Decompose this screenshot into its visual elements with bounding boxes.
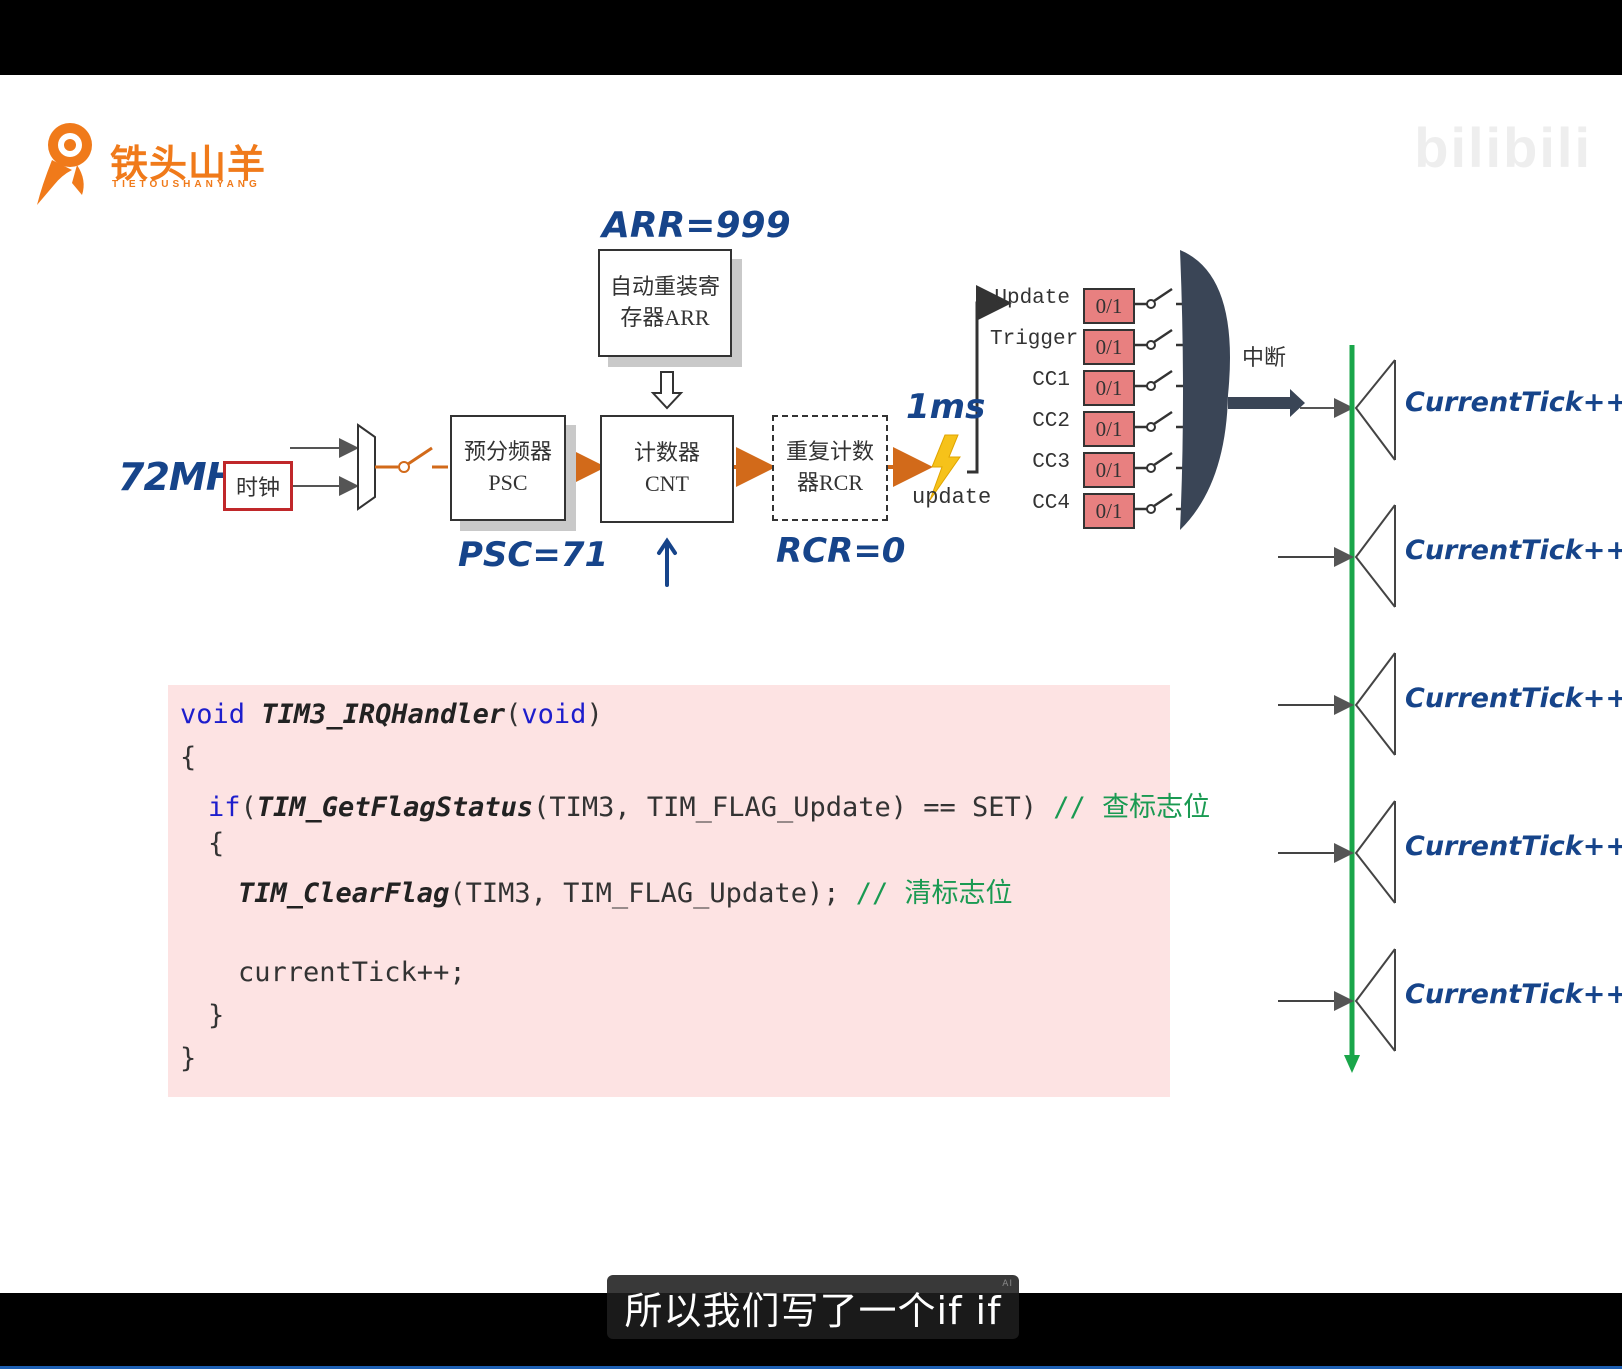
- psc-box: 预分频器 PSC: [450, 415, 566, 521]
- arr-box-line2: 存器ARR: [620, 305, 710, 330]
- code-paren: ): [586, 699, 603, 730]
- bilibili-watermark: bilibili: [1414, 116, 1592, 179]
- subtitle-caption: 所以我们写了一个if if AI: [607, 1275, 1019, 1339]
- flag-name-cc2: CC2: [1032, 410, 1070, 433]
- rcr-box-line1: 重复计数: [785, 439, 874, 465]
- timer-diagram: [191, 250, 1396, 1073]
- rcr-box-line2: 器RCR: [796, 470, 864, 495]
- psc-box-line2: PSC: [488, 470, 528, 495]
- goat-logo-icon: [37, 123, 92, 205]
- flag-switches: [1133, 287, 1186, 514]
- code-line-7: }: [208, 1000, 225, 1031]
- logo-text: 铁头山羊: [110, 144, 267, 186]
- video-top-bar: [0, 0, 1622, 75]
- tick-label-3: CurrentTick++: [1405, 683, 1622, 714]
- arr-to-cnt-arrow: [650, 371, 684, 410]
- multiplexer-shape: [357, 423, 376, 511]
- flag-value-update: 0/1: [1083, 288, 1135, 324]
- code-function-name: TIM_GetFlagStatus: [256, 792, 534, 823]
- cnt-box-line2: CNT: [645, 471, 689, 496]
- code-line-3: if(TIM_GetFlagStatus(TIM3, TIM_FLAG_Upda…: [208, 785, 1210, 824]
- code-paren: (: [505, 699, 522, 730]
- slide: 铁头山羊 TIETOUSHANYANG bilibili: [0, 75, 1622, 1293]
- or-gate-shape: [1180, 250, 1230, 530]
- code-line-6: currentTick++;: [238, 957, 466, 988]
- code-paren: (: [240, 792, 257, 823]
- switch-lever: [407, 446, 433, 466]
- code-panel: void TIM3_IRQHandler(void) { if(TIM_GetF…: [168, 685, 1210, 1097]
- tick-label-4: CurrentTick++: [1405, 831, 1622, 862]
- update-event-label: update: [912, 485, 992, 510]
- code-keyword: if: [208, 792, 241, 823]
- flag-value-cc2: 0/1: [1083, 411, 1135, 447]
- subtitle-text: 所以我们写了一个if if: [624, 1288, 1002, 1333]
- code-args: (TIM3, TIM_FLAG_Update);: [449, 878, 856, 909]
- tick-label-5: CurrentTick++: [1405, 979, 1622, 1010]
- cnt-up-arrow: [657, 537, 677, 587]
- flag-name-update: Update: [994, 287, 1070, 310]
- flag-value-cc3: 0/1: [1083, 452, 1135, 488]
- cnt-box: 计数器 CNT: [600, 415, 734, 523]
- code-args: (TIM3, TIM_FLAG_Update) == SET): [533, 792, 1054, 823]
- flag-name-cc3: CC3: [1032, 451, 1070, 474]
- rcr-value-note: RCR=0: [776, 531, 906, 571]
- flag-name-cc4: CC4: [1032, 492, 1070, 515]
- lightning-icon: [929, 434, 961, 501]
- interrupt-arrow: [1228, 389, 1305, 417]
- tick-label-2: CurrentTick++: [1405, 535, 1622, 566]
- flag-value-cc1: 0/1: [1083, 370, 1135, 406]
- code-line-2: {: [180, 742, 197, 773]
- arr-box-line1: 自动重装寄: [609, 274, 720, 300]
- flag-name-trigger: Trigger: [990, 328, 1079, 351]
- arr-box: 自动重装寄 存器ARR: [598, 249, 732, 357]
- period-note: 1ms: [906, 387, 986, 427]
- ai-badge: AI: [1002, 1279, 1013, 1289]
- cnt-box-line1: 计数器: [633, 440, 700, 466]
- code-comment: // 查标志位: [1053, 792, 1211, 823]
- tick-label-1: CurrentTick++: [1405, 387, 1622, 418]
- psc-value-note: PSC=71: [458, 535, 609, 575]
- code-line-1: void TIM3_IRQHandler(void): [180, 699, 603, 730]
- rcr-box: 重复计数 器RCR: [772, 415, 888, 521]
- timeline-arrowhead: [1344, 1055, 1360, 1073]
- code-keyword: void: [521, 699, 587, 730]
- code-line-4: {: [208, 828, 225, 859]
- code-function-name: TIM_ClearFlag: [238, 878, 450, 909]
- switch-node: [398, 461, 410, 473]
- flag-name-cc1: CC1: [1032, 369, 1070, 392]
- psc-box-line1: 预分频器: [463, 439, 552, 465]
- logo-subtext: TIETOUSHANYANG: [112, 179, 261, 190]
- arr-value-note: ARR=999: [602, 205, 791, 246]
- clock-box: 时钟: [223, 461, 293, 511]
- code-comment: // 清标志位: [855, 878, 1013, 909]
- flag-value-cc4: 0/1: [1083, 493, 1135, 529]
- code-line-8: }: [180, 1043, 197, 1074]
- code-line-5: TIM_ClearFlag(TIM3, TIM_FLAG_Update); //…: [238, 871, 1013, 910]
- logo: 铁头山羊 TIETOUSHANYANG: [32, 115, 272, 215]
- video-progress-bar[interactable]: [0, 1366, 1622, 1369]
- update-route-line: [967, 285, 1012, 474]
- interrupt-label: 中断: [1242, 345, 1287, 370]
- flag-value-trigger: 0/1: [1083, 329, 1135, 365]
- code-keyword: void: [180, 699, 246, 730]
- tick-markers: [1278, 359, 1396, 1052]
- code-function-name: TIM3_IRQHandler: [261, 699, 506, 730]
